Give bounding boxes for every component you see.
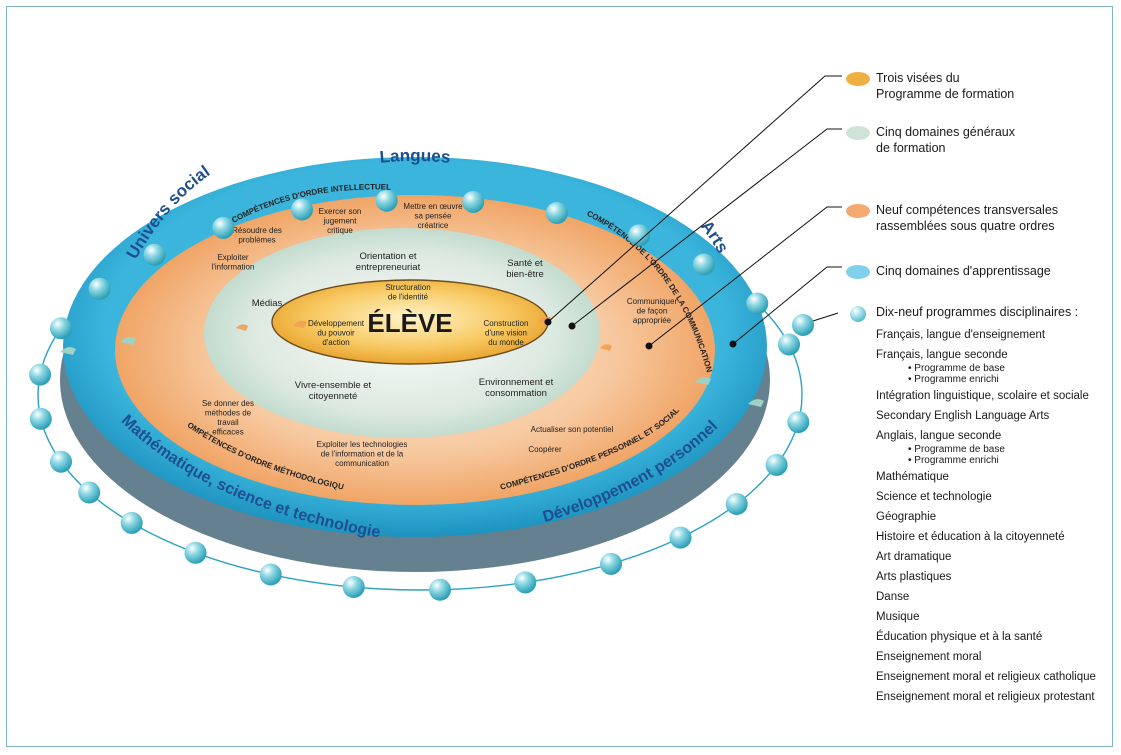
program-subitem: • Programme de base [908, 444, 1005, 455]
program-ball [342, 576, 365, 598]
program-ball [50, 450, 72, 473]
center-title: ÉLÈVE [367, 308, 452, 338]
program-ball [375, 189, 398, 212]
program-subitem: • Programme enrichi [908, 455, 999, 466]
legend-swatch [846, 72, 870, 86]
legend-label: rassemblées sous quatre ordres [876, 219, 1055, 233]
program-ball [514, 571, 537, 594]
program-item: Enseignement moral [876, 651, 982, 663]
leader-dot [544, 318, 552, 326]
legend-label: Trois visées du [876, 71, 960, 85]
program-ball [78, 481, 101, 504]
program-item: Éducation physique et à la santé [876, 631, 1043, 643]
program-item: Arts plastiques [876, 571, 952, 583]
program-item: Français, langue d'enseignement [876, 329, 1046, 341]
leader-dot [645, 342, 653, 350]
legend-label: Cinq domaines généraux [876, 125, 1015, 139]
program-subitem: • Programme enrichi [908, 374, 999, 385]
program-ball [184, 541, 207, 564]
legend-leader-line [812, 312, 839, 322]
program-ball [212, 216, 235, 239]
ring-connectors [236, 316, 612, 351]
program-item: Science et technologie [876, 491, 992, 503]
program-ball [120, 511, 143, 534]
program-ball [600, 552, 622, 575]
program-ball [692, 253, 715, 276]
program-ball [29, 407, 52, 430]
ring-connectors-outer [60, 337, 764, 407]
page-frame [6, 6, 1113, 747]
program-ball [462, 190, 485, 213]
legend-swatch [846, 265, 870, 279]
program-ball [259, 563, 282, 586]
leader-dot [729, 340, 737, 348]
legend-label: Cinq domaines d'apprentissage [876, 264, 1051, 278]
legend-leader-line [648, 206, 842, 347]
program-item: Danse [876, 591, 910, 603]
legend-label: Dix-neuf programmes disciplinaires : [876, 305, 1079, 319]
program-item: Intégration linguistique, scolaire et so… [876, 390, 1089, 402]
program-ball [725, 493, 748, 515]
program-item: Enseignement moral et religieux protesta… [876, 691, 1095, 703]
program-item: Histoire et éducation à la citoyenneté [876, 531, 1065, 543]
legend-swatch [846, 126, 870, 140]
legend-leader-line [571, 128, 842, 327]
legend-leader-line [547, 75, 842, 323]
program-subitem: • Programme de base [908, 363, 1005, 374]
program-ball [778, 333, 800, 356]
competency-label: Actualiser son potentiel [531, 425, 614, 434]
program-ball [29, 363, 52, 386]
program-item: Mathématique [876, 471, 949, 483]
legend-label: Neuf compétences transversales [876, 203, 1059, 217]
program-ball [746, 292, 769, 315]
leader-dot [568, 322, 576, 330]
program-ball [291, 198, 313, 221]
program-ball [792, 314, 814, 336]
program-item: Géographie [876, 511, 937, 523]
program-ball [50, 317, 72, 340]
program-ball [143, 243, 166, 266]
program-item: Enseignement moral et religieux catholiq… [876, 671, 1096, 683]
program-ball [787, 411, 810, 434]
program-item: Anglais, langue seconde [876, 430, 1002, 442]
program-ball [669, 526, 692, 549]
domain-label-langues: Langues [379, 146, 452, 167]
program-ball [88, 277, 111, 300]
program-item: Secondary English Language Arts [876, 410, 1050, 422]
program-ball [545, 202, 568, 224]
legend-label: Programme de formation [876, 87, 1015, 101]
program-ball [628, 224, 651, 247]
general-domain-label: Médias [252, 298, 283, 309]
program-item: Musique [876, 611, 920, 623]
legend-label: de formation [876, 141, 946, 155]
legend-swatch [846, 204, 870, 218]
competency-label: Coopérer [528, 445, 562, 454]
program-ball [765, 453, 788, 476]
program-item: Art dramatique [876, 551, 952, 563]
legend-leader-line [732, 266, 842, 345]
program-ball [429, 578, 451, 601]
program-item: Français, langue seconde [876, 349, 1008, 361]
legend-swatch [850, 306, 866, 322]
